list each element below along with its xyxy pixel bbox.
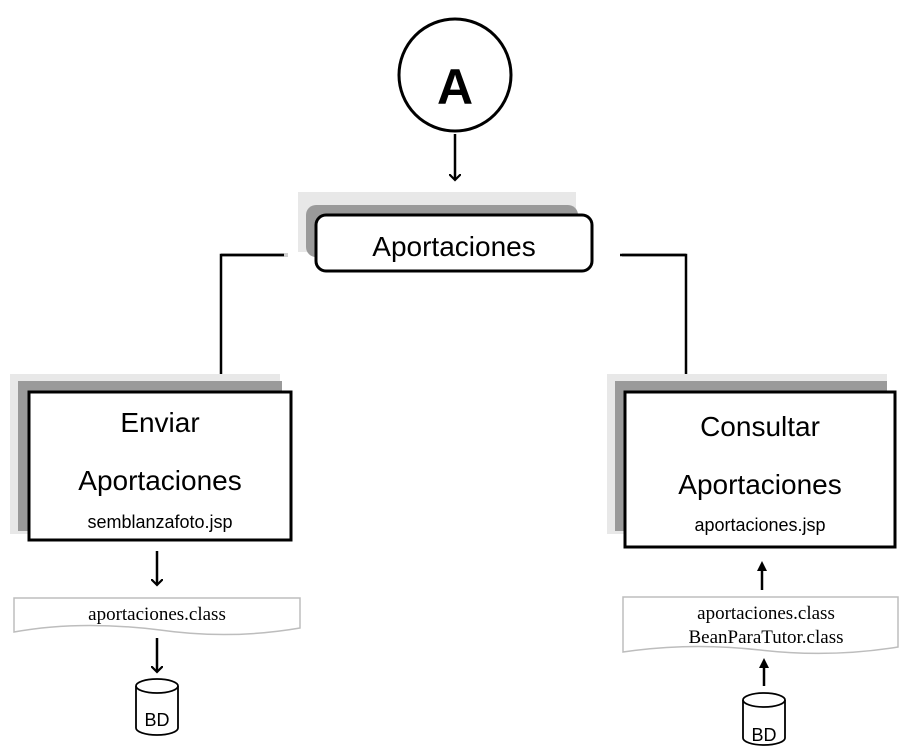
right-db-cylinder: BD — [742, 692, 786, 746]
consultar-title-line1: Consultar — [700, 411, 820, 442]
connector-right — [620, 253, 686, 387]
consultar-aportaciones-box: Consultar Aportaciones aportaciones.jsp — [623, 390, 897, 549]
left-db-cylinder: BD — [135, 678, 179, 736]
right-db-label: BD — [751, 725, 776, 745]
enviar-file: semblanzafoto.jsp — [87, 512, 232, 532]
enviar-title-line1: Enviar — [120, 407, 199, 438]
left-class-line1: aportaciones.class — [88, 604, 226, 625]
connector-a: A — [397, 17, 513, 133]
consultar-title-line2: Aportaciones — [678, 469, 841, 500]
right-class-line1: aportaciones.class — [697, 603, 835, 624]
left-class-document: aportaciones.class — [13, 597, 301, 636]
root-label: Aportaciones — [372, 231, 535, 262]
root-box: Aportaciones — [314, 213, 594, 273]
right-class-document: aportaciones.class BeanParaTutor.class — [622, 596, 899, 655]
enviar-title-line2: Aportaciones — [78, 465, 241, 496]
consultar-file: aportaciones.jsp — [694, 515, 825, 535]
connector-label: A — [437, 59, 473, 115]
connector-left — [221, 253, 288, 390]
right-class-line2: BeanParaTutor.class — [689, 627, 844, 648]
enviar-aportaciones-box: Enviar Aportaciones semblanzafoto.jsp — [27, 390, 293, 542]
left-db-label: BD — [144, 710, 169, 730]
